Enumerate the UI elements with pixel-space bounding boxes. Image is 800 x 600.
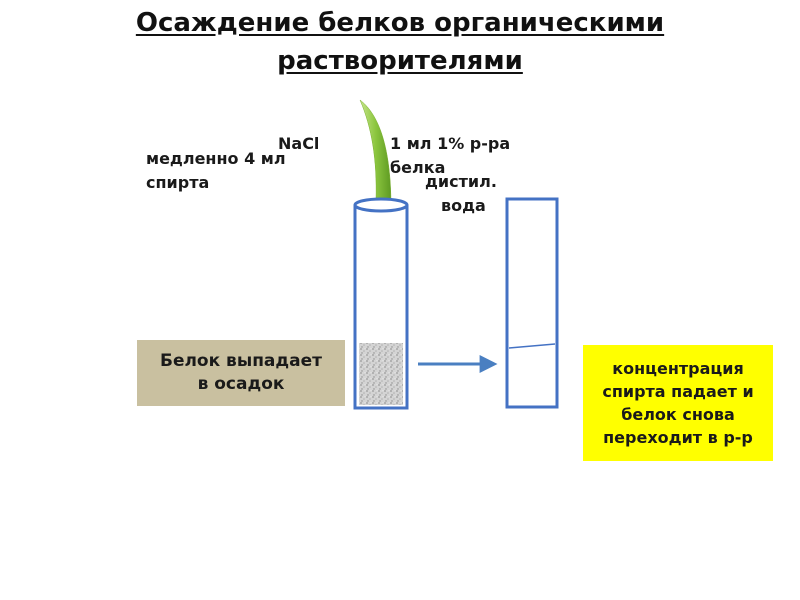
alcohol-label-line-1: медленно 4 мл: [146, 149, 286, 168]
right-test-tube: [505, 197, 559, 409]
liquid-line: [508, 343, 556, 349]
precipitate-caption-box: Белок выпадает в осадок: [137, 340, 345, 406]
title-line-2: растворителями: [277, 46, 523, 76]
water-label-line-1: дистил.: [425, 172, 497, 191]
water-label-line-2: вода: [441, 196, 486, 215]
nacl-label: NaCl: [278, 134, 320, 153]
result-caption-line-2: спирта падает и: [602, 382, 754, 401]
protein-label-line-1: 1 мл 1% р-ра: [390, 134, 511, 153]
result-caption-line-4: переходит в р-р: [603, 428, 753, 447]
left-tube-rim: [353, 197, 409, 213]
alcohol-label-line-2: спирта: [146, 173, 210, 192]
protein-label-line-2: белка: [390, 158, 446, 177]
precipitate-caption-line-2: в осадок: [197, 374, 285, 394]
precipitate-caption-line-1: Белок выпадает: [159, 351, 322, 371]
precipitate: [359, 343, 403, 405]
result-caption-box: концентрация спирта падает и белок снова…: [583, 345, 773, 461]
title-line-1: Осаждение белков органическими: [135, 8, 665, 38]
page-title: Осаждение белков органическими растворит…: [0, 4, 800, 80]
left-test-tube: [353, 197, 409, 410]
pipette-shape: [359, 99, 392, 201]
result-caption-line-3: белок снова: [621, 405, 735, 424]
result-caption-line-1: концентрация: [612, 359, 744, 378]
